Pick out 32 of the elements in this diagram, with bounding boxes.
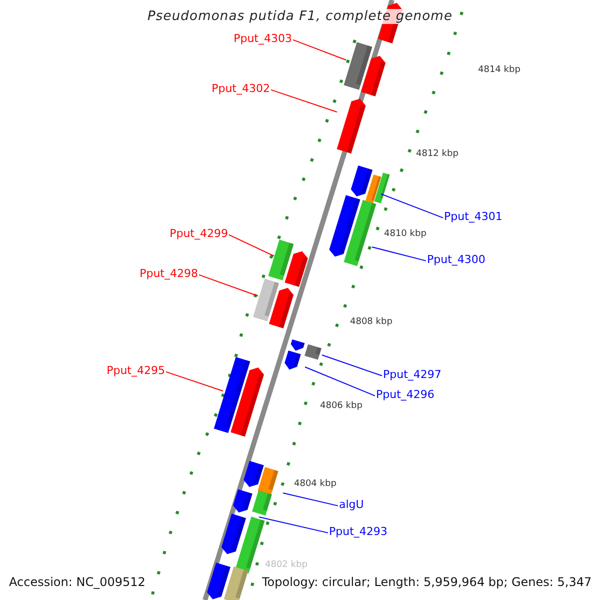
tick-label: 4810 kbp bbox=[384, 229, 426, 239]
genome-stats-text: Topology: circular; Length: 5,959,964 bp; Genes: 5,347 bbox=[262, 575, 592, 589]
gene-label: Pput_4297 bbox=[383, 368, 442, 381]
gene-label: algU bbox=[339, 498, 364, 511]
leader-line bbox=[282, 492, 338, 506]
leader-line bbox=[292, 39, 346, 60]
leader-line bbox=[372, 246, 426, 262]
tick-label: 4804 kbp bbox=[294, 479, 336, 489]
leader-line bbox=[304, 366, 376, 396]
gene-label: Pput_4300 bbox=[427, 253, 486, 266]
tick-label: 4806 kbp bbox=[320, 401, 362, 411]
leader-line bbox=[322, 354, 382, 376]
gene-label: Pput_4301 bbox=[444, 210, 502, 223]
gene-label: Pput_4295 bbox=[106, 364, 165, 377]
leader-line bbox=[198, 274, 258, 296]
gene-label: Pput_4303 bbox=[234, 32, 292, 45]
tick-label: 4814 kbp bbox=[478, 65, 520, 75]
accession-text: Accession: NC_009512 bbox=[9, 575, 146, 589]
leader-line bbox=[166, 371, 224, 392]
tick-label: 4808 kbp bbox=[350, 317, 392, 327]
tick-label: 4802 kbp bbox=[265, 560, 308, 570]
gene-label: Pput_4299 bbox=[170, 227, 228, 240]
gene-label: Pput_4296 bbox=[376, 388, 434, 401]
gene-label: Pput_4293 bbox=[329, 525, 388, 538]
tick-label: 4812 kbp bbox=[416, 149, 458, 159]
map-title: Pseudomonas putida F1, complete genome bbox=[147, 9, 453, 24]
leader-line bbox=[380, 194, 444, 218]
leader-line bbox=[270, 89, 338, 112]
leader-line bbox=[258, 516, 328, 534]
gene-label: Pput_4298 bbox=[140, 267, 198, 280]
leader-line bbox=[228, 234, 274, 256]
gene-label: Pput_4302 bbox=[212, 82, 270, 95]
